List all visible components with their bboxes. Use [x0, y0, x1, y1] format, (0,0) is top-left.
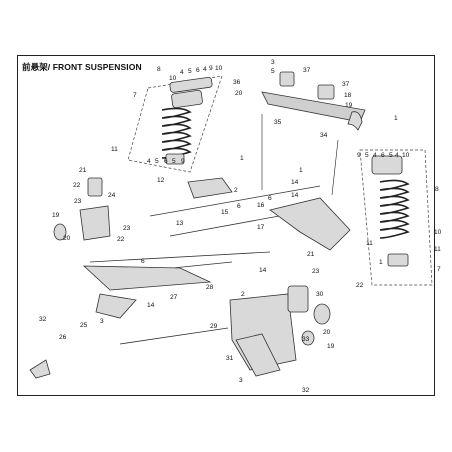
callout-label: 20 — [323, 329, 331, 336]
callout-label: 35 — [274, 119, 282, 126]
callout-label: 37 — [303, 67, 311, 74]
callout-label: 36 — [233, 79, 241, 86]
diagram-title: 前悬架/ FRONT SUSPENSION — [22, 62, 142, 72]
callout-label: 11 — [366, 240, 373, 247]
callout-label: 1 — [379, 259, 383, 266]
callout-label: 10 — [402, 152, 410, 159]
callout-label: 14 — [147, 302, 155, 309]
callout-label: 24 — [108, 192, 116, 199]
callout-label: 5 — [188, 68, 192, 75]
callout-label: 4 — [373, 152, 377, 159]
callout-label: 23 — [312, 268, 320, 275]
callout-label: 20 — [63, 235, 71, 242]
callout-label: 14 — [259, 267, 267, 274]
callout-label: 4 — [203, 66, 207, 73]
callout-label: 19 — [327, 343, 335, 350]
callout-label: 6 — [196, 67, 200, 74]
callout-label: 23 — [123, 225, 131, 232]
callout-label: 2 — [241, 291, 245, 298]
callout-label: 9 — [181, 158, 185, 165]
right-knuckle — [287, 285, 331, 346]
callout-label: 30 — [316, 291, 324, 298]
callout-label: 27 — [170, 294, 178, 301]
callout-label: 2 — [234, 187, 238, 194]
callout-label: 7 — [437, 266, 441, 273]
callout-label: 4 — [395, 152, 399, 159]
callout-label: 9 — [209, 65, 213, 72]
callout-label: 16 — [257, 202, 265, 209]
left-shock-absorber — [127, 75, 223, 173]
callout-label: 19 — [52, 212, 60, 219]
callout-label: 32 — [302, 387, 310, 394]
callout-label: 25 — [80, 322, 88, 329]
callout-label: 33 — [302, 336, 310, 343]
callout-label: 31 — [226, 355, 234, 362]
callout-label: 22 — [73, 182, 81, 189]
callout-label: 28 — [206, 284, 214, 291]
callout-label: 14 — [291, 192, 299, 199]
left-knuckle — [53, 177, 111, 241]
callout-label: 5 — [389, 152, 393, 159]
diagram-frame — [17, 55, 435, 396]
callout-labels: 8 10 4 5 6 4 9 10 7 11 4 5 6 5 9 3 37 5 … — [39, 59, 442, 394]
callout-label: 11 — [111, 146, 118, 153]
callout-label: 3 — [100, 318, 104, 325]
upper-control-arm — [149, 177, 351, 251]
callout-label: 21 — [79, 167, 87, 174]
callout-label: 12 — [157, 177, 165, 184]
callout-label: 10 — [215, 65, 223, 72]
callout-label: 5 — [155, 158, 159, 165]
callout-label: 11 — [434, 246, 441, 253]
callout-label: 8 — [157, 66, 161, 73]
callout-label: 32 — [39, 316, 47, 323]
callout-label: 6 — [268, 195, 272, 202]
callout-label: 6 — [381, 152, 385, 159]
callout-label: 19 — [345, 102, 353, 109]
callout-label: 4 — [180, 69, 184, 76]
callout-label: 5 — [271, 68, 275, 75]
callout-label: 5 — [172, 158, 176, 165]
callout-label: 6 — [164, 158, 168, 165]
callout-label: 20 — [235, 90, 243, 97]
callout-label: 17 — [257, 224, 265, 231]
callout-label: 10 — [169, 75, 177, 82]
callout-label: 15 — [221, 209, 229, 216]
callout-label: 6 — [141, 258, 145, 265]
lower-control-arm — [82, 251, 297, 377]
callout-label: 1 — [394, 115, 398, 122]
callout-label: 3 — [271, 59, 275, 66]
callout-label: 5 — [365, 152, 369, 159]
callout-label: 7 — [133, 92, 137, 99]
callout-label: 18 — [344, 92, 352, 99]
callout-label: 13 — [176, 220, 184, 227]
callout-label: 22 — [356, 282, 364, 289]
callout-label: 3 — [239, 377, 243, 384]
callout-label: 6 — [237, 203, 241, 210]
callout-label: 26 — [59, 334, 67, 341]
callout-label: 4 — [147, 158, 151, 165]
front-direction-arrow-icon — [29, 359, 51, 379]
callout-label: 1 — [299, 167, 303, 174]
callout-label: 1 — [240, 155, 244, 162]
callout-label: 9 — [357, 152, 361, 159]
callout-label: 10 — [434, 229, 442, 236]
callout-label: 37 — [342, 81, 350, 88]
callout-label: 8 — [435, 186, 439, 193]
callout-label: 21 — [307, 251, 315, 258]
callout-label: 23 — [74, 198, 82, 205]
right-shock-absorber — [359, 149, 433, 286]
stabilizer-bar — [261, 71, 366, 196]
callout-label: 14 — [291, 179, 299, 186]
callout-label: 22 — [117, 236, 125, 243]
callout-label: 34 — [320, 132, 328, 139]
callout-label: 29 — [210, 323, 218, 330]
